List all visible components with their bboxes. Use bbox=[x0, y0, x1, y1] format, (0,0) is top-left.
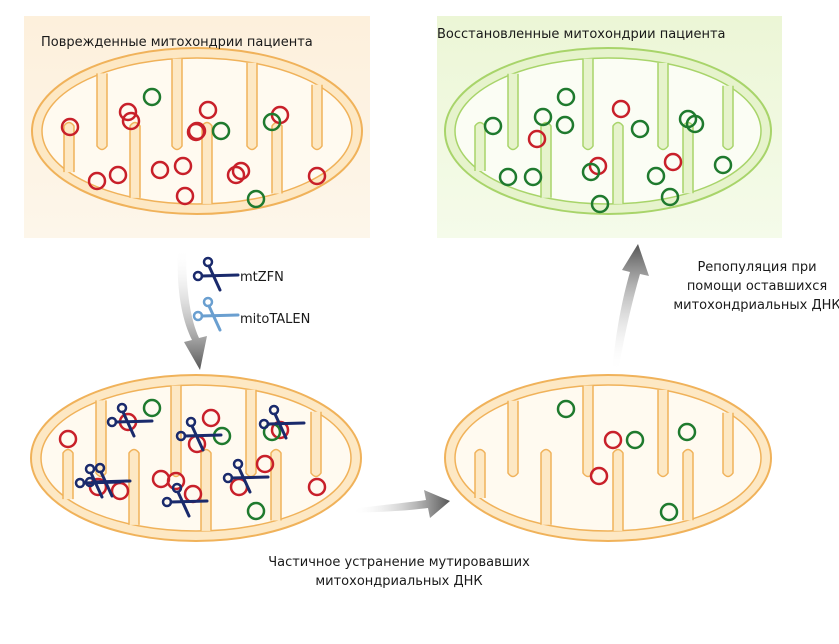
healthy-mtdna-circle bbox=[262, 112, 282, 132]
scissors-icon bbox=[161, 482, 209, 518]
mitochondrion-during-cleavage bbox=[30, 374, 362, 542]
crista bbox=[96, 73, 108, 151]
healthy-mtdna-circle bbox=[246, 501, 266, 521]
healthy-mtdna-circle bbox=[483, 116, 503, 136]
mitochondrion-restored bbox=[444, 47, 772, 215]
mutant-mtdna-circle bbox=[58, 429, 78, 449]
crista bbox=[582, 385, 594, 478]
crista bbox=[474, 448, 486, 498]
mutant-mtdna-circle bbox=[175, 186, 195, 206]
repopulation-caption: Репопуляция при помощи оставшихся митохо… bbox=[673, 260, 839, 313]
crista bbox=[171, 58, 183, 151]
enzyme-label-mitotalen: mitoTALEN bbox=[240, 312, 311, 327]
healthy-mtdna-circle bbox=[625, 430, 645, 450]
crista bbox=[612, 448, 624, 531]
crista bbox=[507, 400, 519, 478]
mutant-mtdna-circle bbox=[201, 408, 221, 428]
mutant-mtdna-circle bbox=[150, 160, 170, 180]
scissors-icon bbox=[74, 463, 122, 499]
healthy-mtdna-circle bbox=[211, 121, 231, 141]
mutant-mtdna-circle bbox=[255, 454, 275, 474]
crista bbox=[311, 84, 323, 151]
mutant-mtdna-circle bbox=[226, 165, 246, 185]
healthy-mtdna-circle bbox=[533, 107, 553, 127]
crista bbox=[63, 121, 75, 173]
healthy-mtdna-circle bbox=[677, 422, 697, 442]
crista bbox=[95, 400, 107, 478]
partial-elimination-caption: Частичное устранение мутировавших митохо… bbox=[268, 555, 530, 589]
crista bbox=[682, 448, 694, 521]
enzyme-label-mtzfn: mtZFN bbox=[240, 270, 284, 285]
arrow-down-icon bbox=[177, 248, 207, 370]
healthy-mtdna-circle bbox=[590, 194, 610, 214]
crista bbox=[271, 121, 283, 194]
healthy-mtdna-circle bbox=[556, 87, 576, 107]
healthy-mtdna-circle bbox=[498, 167, 518, 187]
healthy-mtdna-circle bbox=[660, 187, 680, 207]
mutant-mtdna-circle bbox=[198, 100, 218, 120]
mutant-mtdna-circle bbox=[611, 99, 631, 119]
scissors-icon bbox=[106, 402, 154, 438]
mitochondrion-after-cleavage bbox=[444, 374, 772, 542]
crista bbox=[657, 389, 669, 478]
crista bbox=[722, 85, 734, 151]
crista bbox=[245, 389, 257, 478]
mutant-mtdna-circle bbox=[663, 152, 683, 172]
healthy-mtdna-circle bbox=[555, 115, 575, 135]
mutant-mtdna-circle bbox=[231, 161, 251, 181]
inner-membrane bbox=[454, 384, 762, 532]
healthy-mtdna-circle bbox=[630, 119, 650, 139]
crista bbox=[200, 448, 212, 531]
mutant-mtdna-circle bbox=[187, 121, 207, 141]
crista bbox=[722, 412, 734, 478]
mutant-mtdna-circle bbox=[307, 166, 327, 186]
scissors-icon bbox=[175, 416, 223, 452]
arrow-up-icon bbox=[612, 244, 649, 372]
healthy-mtdna-circle bbox=[142, 87, 162, 107]
crista bbox=[246, 62, 258, 151]
crista bbox=[657, 62, 669, 151]
crista bbox=[612, 121, 624, 204]
mutant-mtdna-circle bbox=[151, 469, 171, 489]
arrow-right-icon bbox=[352, 490, 450, 518]
damaged-mitochondria-title: Поврежденные митохондрии пациента bbox=[41, 35, 313, 50]
inner-membrane bbox=[40, 384, 352, 532]
restored-mitochondria-title: Восстановленные митохондрии пациента bbox=[437, 27, 726, 42]
crista bbox=[682, 121, 694, 194]
mutant-mtdna-circle bbox=[603, 430, 623, 450]
mtzfn-scissors-icon bbox=[192, 256, 240, 292]
crista bbox=[62, 448, 74, 500]
mutant-mtdna-circle bbox=[527, 129, 547, 149]
mitotalen-scissors-icon bbox=[192, 296, 240, 332]
mutant-mtdna-circle bbox=[589, 466, 609, 486]
healthy-mtdna-circle bbox=[581, 162, 601, 182]
mitochondrion-damaged bbox=[31, 47, 363, 215]
healthy-mtdna-circle bbox=[556, 399, 576, 419]
crista bbox=[474, 121, 486, 171]
mutant-mtdna-circle bbox=[121, 111, 141, 131]
healthy-mtdna-circle bbox=[246, 189, 266, 209]
mutant-mtdna-circle bbox=[307, 477, 327, 497]
healthy-mtdna-circle bbox=[685, 114, 705, 134]
healthy-mtdna-circle bbox=[142, 398, 162, 418]
scissors-icon bbox=[222, 458, 270, 494]
mutant-mtdna-circle bbox=[173, 156, 193, 176]
scissors-icon bbox=[258, 404, 306, 440]
healthy-mtdna-circle bbox=[523, 167, 543, 187]
mutant-mtdna-circle bbox=[108, 165, 128, 185]
crista bbox=[128, 448, 140, 525]
crista bbox=[170, 385, 182, 478]
crista bbox=[129, 121, 141, 198]
mutant-mtdna-circle bbox=[87, 171, 107, 191]
healthy-mtdna-circle bbox=[646, 166, 666, 186]
crista bbox=[540, 448, 552, 525]
mutant-mtdna-circle bbox=[118, 102, 138, 122]
mutant-mtdna-circle bbox=[60, 117, 80, 137]
healthy-mtdna-circle bbox=[713, 155, 733, 175]
crista bbox=[507, 73, 519, 151]
crista bbox=[310, 411, 322, 478]
crista bbox=[582, 58, 594, 151]
healthy-mtdna-circle bbox=[659, 502, 679, 522]
